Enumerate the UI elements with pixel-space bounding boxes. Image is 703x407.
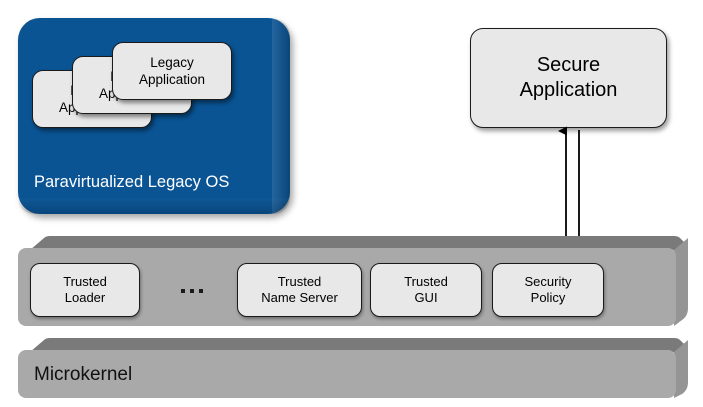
legacy-application-card-front: Legacy Application (112, 42, 232, 100)
secure-application-line1: Secure (536, 54, 601, 76)
trusted-loader-line1: Trusted (63, 274, 107, 289)
legacy-application-card-front-text: Legacy Application (139, 54, 205, 88)
ellipsis-dot-1 (181, 289, 185, 293)
secure-application-box: Secure Application (470, 28, 667, 128)
trusted-loader-box: Trusted Loader (30, 263, 140, 317)
trusted-name-server-line1: Trusted (277, 274, 322, 289)
legacy-os-bevel-right (272, 18, 290, 214)
ellipsis-dot-2 (190, 289, 194, 293)
legacy-application-card-front-line2: Application (138, 72, 206, 87)
trusted-name-server-line2: Name Server (261, 290, 338, 305)
security-policy-line2: Policy (530, 290, 566, 305)
services-ellipsis (172, 281, 212, 301)
trusted-loader-line2: Loader (64, 290, 106, 305)
microkernel-bar-3d (18, 338, 688, 398)
microkernel-bar-top-face (30, 338, 688, 352)
security-policy-box: Security Policy (492, 263, 604, 317)
legacy-application-card-front-line1: Legacy (150, 55, 194, 70)
microkernel-bar: Microkernel (18, 338, 688, 400)
trusted-name-server-box: Trusted Name Server (237, 263, 362, 317)
trusted-gui-text: Trusted GUI (404, 274, 448, 306)
trusted-name-server-text: Trusted Name Server (261, 274, 338, 306)
ellipsis-dot-3 (199, 289, 203, 293)
secure-application-line2: Application (519, 79, 618, 101)
secure-application-text: Secure Application (520, 53, 618, 103)
legacy-os-bevel-bottom (18, 198, 290, 214)
microkernel-bar-front-face (18, 350, 676, 398)
security-policy-line1: Security (524, 274, 572, 289)
trusted-gui-line2: GUI (414, 290, 438, 305)
security-policy-text: Security Policy (525, 274, 572, 306)
trusted-loader-text: Trusted Loader (63, 274, 107, 306)
legacy-os-label: Paravirtualized Legacy OS (34, 173, 230, 191)
trusted-gui-box: Trusted GUI (370, 263, 482, 317)
services-bar-top-face (30, 236, 688, 250)
trusted-gui-line1: Trusted (404, 274, 448, 289)
services-bar-side-face (674, 238, 688, 326)
microkernel-label: Microkernel (34, 364, 133, 385)
microkernel-bar-side-face (674, 340, 688, 398)
